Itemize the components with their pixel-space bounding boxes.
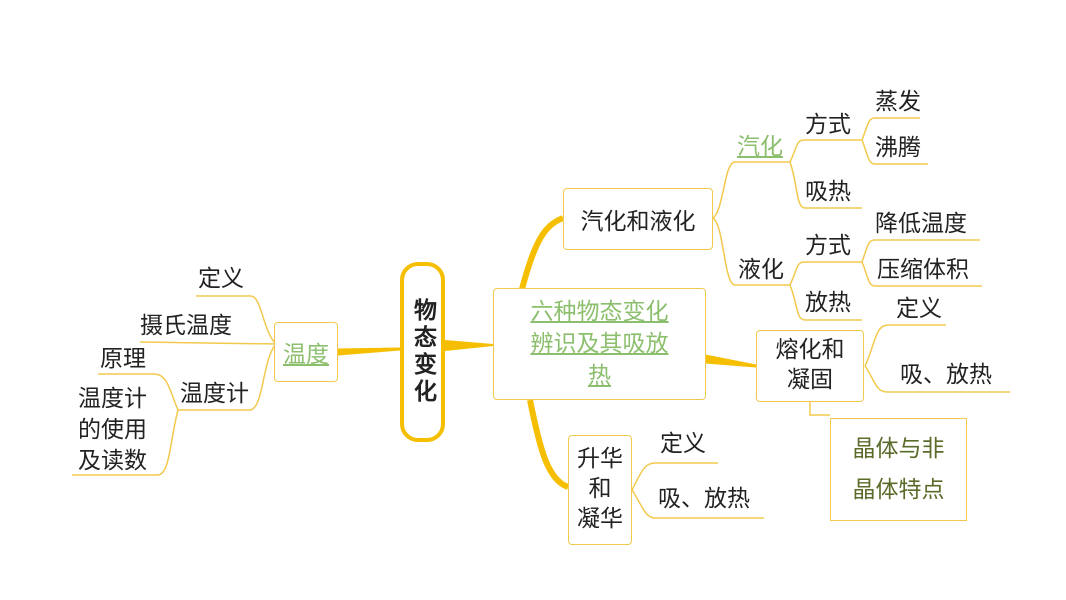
liq-cooling: 降低温度: [875, 211, 967, 237]
line-method2-compress: [861, 261, 982, 287]
line-melt-note: [809, 402, 830, 416]
melt-heat: 吸、放热: [900, 362, 992, 388]
subl-label-2: 和: [588, 476, 612, 503]
line-melt-heat: [864, 365, 1010, 393]
line-vap-absorb: [789, 161, 862, 209]
line-melt-definition: [864, 324, 946, 367]
line-method-boil: [861, 139, 928, 165]
melt-node[interactable]: 熔化和 凝固: [756, 330, 864, 402]
subl-node[interactable]: 升华 和 凝华: [568, 435, 632, 545]
line-method2-cool: [861, 239, 980, 263]
melt-label-2: 凝固: [787, 367, 833, 393]
note-line-1: 晶体与非: [852, 436, 945, 463]
subl-label-3: 凝华: [577, 505, 623, 532]
vap-absorb: 吸热: [805, 179, 851, 205]
liquefaction-label: 液化: [738, 257, 784, 283]
liq-release: 放热: [805, 290, 851, 316]
branch-center-melt: [703, 354, 757, 368]
temp-celsius: 摄氏温度: [140, 313, 232, 339]
temp-usage-3: 及读数: [78, 448, 147, 474]
branch-root-temp: [336, 347, 401, 356]
subl-heat: 吸、放热: [658, 486, 750, 512]
line-subl-definition: [631, 462, 718, 491]
vapor-label: 汽化和液化: [580, 209, 696, 235]
vapor-node[interactable]: 汽化和液化: [563, 188, 713, 250]
temp-usage-2: 的使用: [78, 417, 147, 443]
vap-evaporation: 蒸发: [875, 89, 921, 115]
temp-usage-1: 温度计: [78, 386, 147, 412]
line-subl-heat: [631, 489, 764, 519]
line-temp-celsius: [139, 341, 277, 345]
center-node[interactable]: 六种物态变化辨识及其吸放热: [493, 288, 706, 400]
branch-center-subl: [527, 399, 570, 490]
temp-thermometer: 温度计: [180, 381, 249, 407]
line-liq-method: [789, 261, 862, 286]
note-line-2: 晶体特点: [852, 476, 945, 503]
branch-center-vapor: [519, 215, 565, 290]
line-vap-method: [789, 139, 862, 163]
line-vapor-liquefaction: [712, 217, 790, 286]
crystal-note[interactable]: 晶体与非 晶体特点: [830, 418, 967, 521]
vaporization-link[interactable]: 汽化: [737, 134, 783, 160]
line-thermo-principle: [98, 373, 179, 411]
liq-compress: 压缩体积: [877, 257, 969, 283]
center-link[interactable]: 六种物态变化辨识及其吸放热: [530, 298, 669, 390]
line-vapor-vaporization: [712, 161, 790, 219]
subl-definition: 定义: [660, 431, 706, 457]
line-temp-thermo: [178, 343, 277, 411]
temp-definition: 定义: [198, 266, 244, 292]
line-method-evap: [861, 117, 920, 141]
melt-label-1: 熔化和: [775, 337, 845, 364]
liq-method: 方式: [805, 233, 851, 259]
root-node[interactable]: 物态变化: [400, 262, 445, 442]
temp-principle: 原理: [100, 346, 146, 372]
root-label: 物态变化: [409, 298, 436, 406]
vap-method: 方式: [805, 112, 851, 138]
melt-definition: 定义: [896, 296, 942, 322]
temp-node[interactable]: 温度: [274, 322, 338, 382]
line-liq-release: [789, 284, 862, 321]
line-thermo-usage: [72, 409, 179, 476]
branch-root-center: [444, 339, 494, 352]
subl-label-1: 升华: [577, 446, 623, 473]
vap-boiling: 沸腾: [875, 135, 921, 161]
line-temp-definition: [196, 295, 277, 345]
temp-link[interactable]: 温度: [283, 342, 329, 368]
